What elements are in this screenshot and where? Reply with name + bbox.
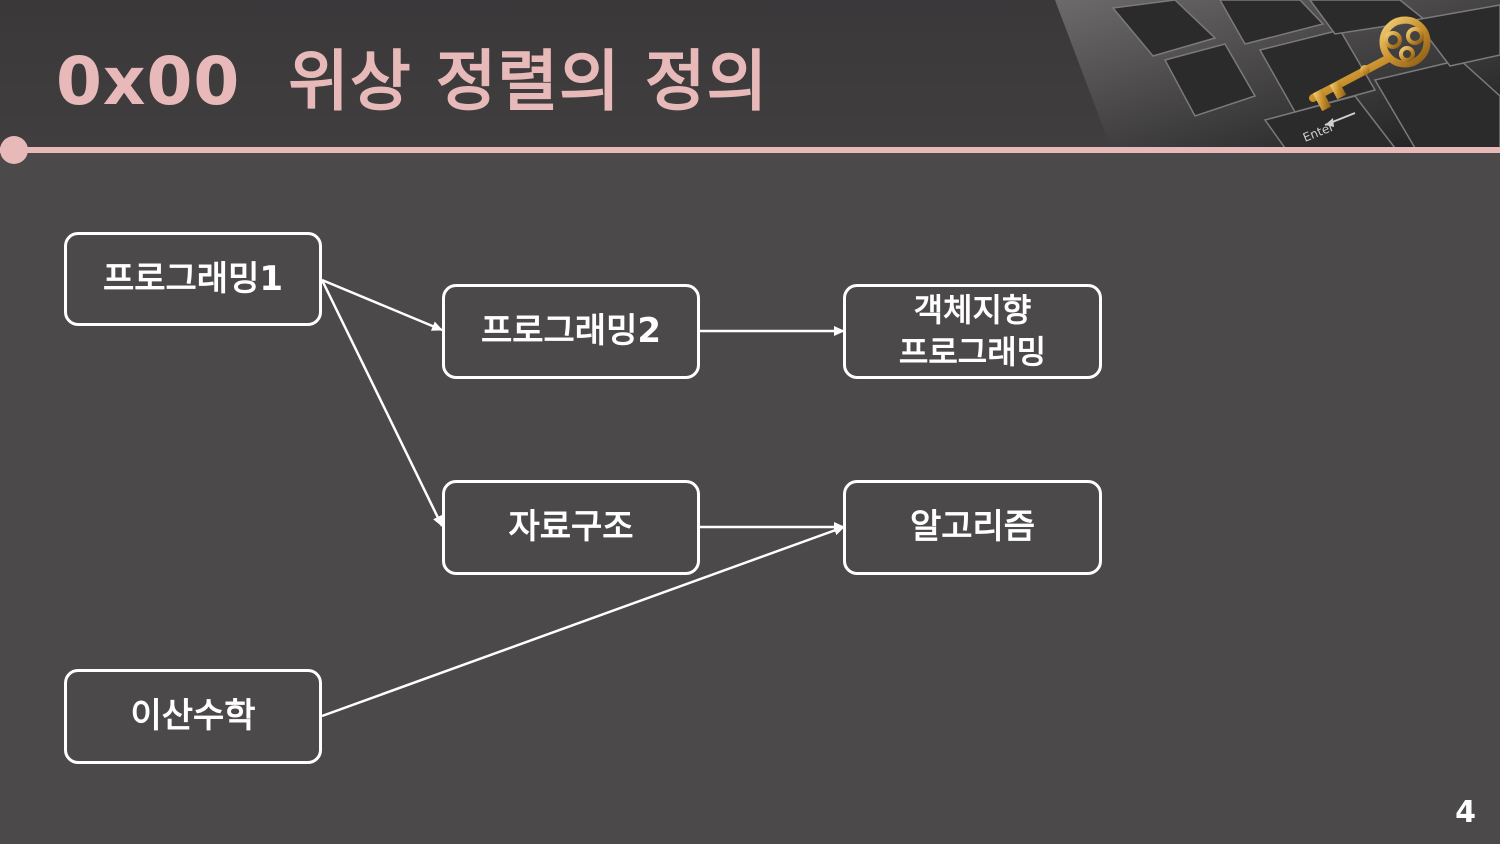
- edge-prog1-prog2: [321, 278, 443, 332]
- node-label-line2: 프로그래밍: [898, 332, 1047, 371]
- node-oop: 객체지향 프로그래밍: [843, 284, 1102, 379]
- node-label: 프로그래밍2: [480, 311, 662, 352]
- keyboard-key-image: Enter: [1055, 0, 1500, 148]
- node-label-line1: 객체지향: [913, 290, 1032, 329]
- node-label: 알고리즘: [909, 507, 1036, 548]
- divider-dot: [0, 136, 28, 164]
- node-programming2: 프로그래밍2: [442, 284, 700, 379]
- node-discrete-math: 이산수학: [64, 669, 322, 764]
- node-data-structures: 자료구조: [442, 480, 700, 575]
- node-label: 이산수학: [130, 696, 256, 737]
- page-number: 4: [1455, 795, 1476, 830]
- node-programming1: 프로그래밍1: [64, 232, 322, 326]
- edge-prog1-datastructures: [320, 279, 444, 527]
- edge-discretemath-algorithms: [321, 525, 845, 718]
- header-divider: [0, 147, 1500, 153]
- node-algorithms: 알고리즘: [843, 480, 1102, 575]
- slide-title: 0x00 위상 정렬의 정의: [56, 43, 769, 120]
- node-label: 프로그래밍1: [102, 258, 284, 299]
- node-label: 자료구조: [508, 507, 634, 548]
